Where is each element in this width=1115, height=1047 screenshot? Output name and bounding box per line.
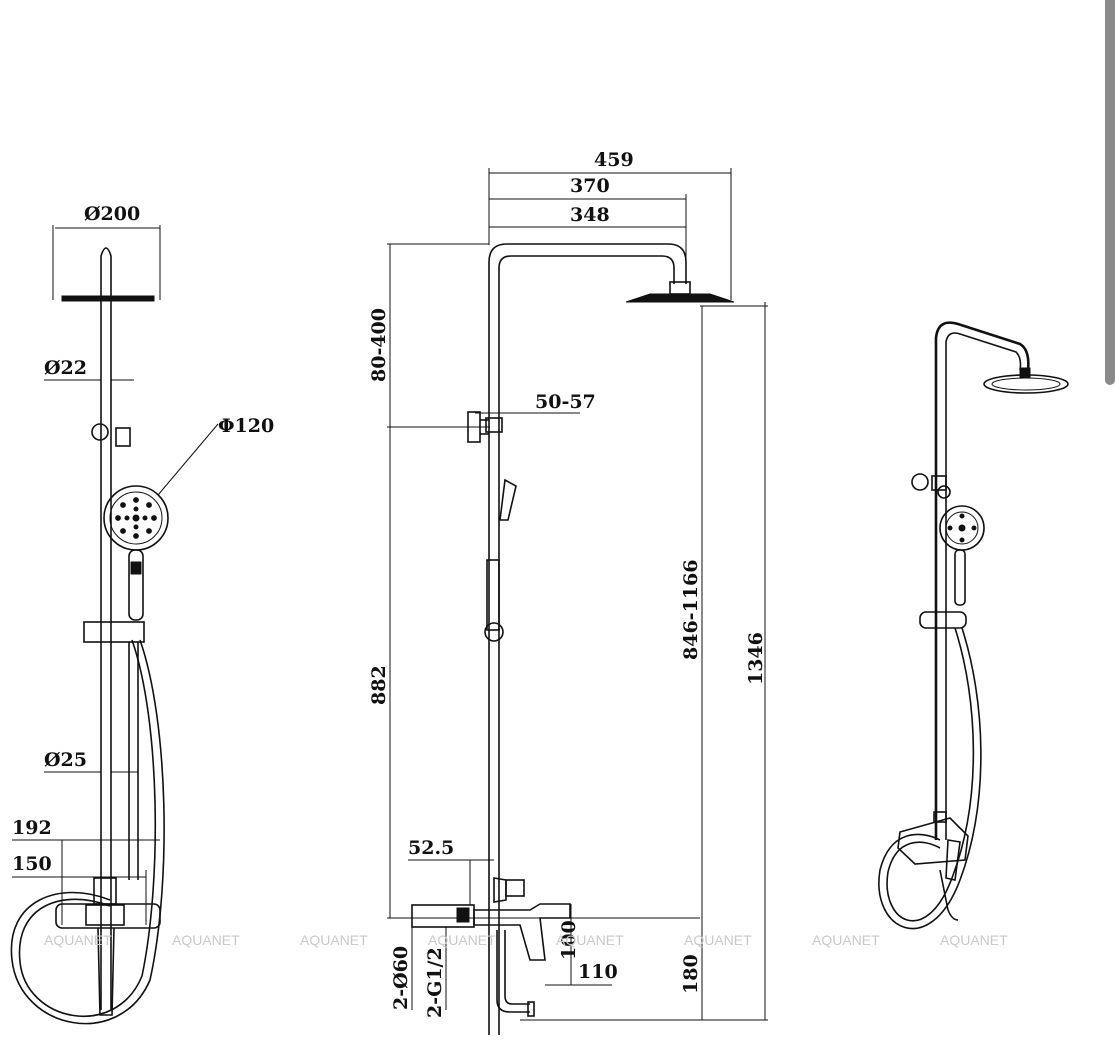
dim-arm-inner: 348 [570, 204, 610, 226]
slide-bar-holder [83, 621, 145, 643]
watermark: AQUANET [300, 932, 368, 948]
dim-width-inner: 150 [12, 853, 52, 875]
dim-spout-height: 100 [558, 920, 580, 960]
dim-total-height: 1346 [745, 632, 767, 685]
front-view: Ø200 Ø22 Φ120 [10, 203, 274, 1025]
dim-lower-pipe: Ø25 [44, 749, 87, 771]
dim-height-range: 846-1166 [680, 560, 702, 660]
dim-width-outer: 192 [12, 817, 52, 839]
watermark-row: AQUANET AQUANET AQUANET AQUANET AQUANET … [44, 932, 1008, 948]
dim-hand-shower: Φ120 [218, 415, 274, 437]
dim-adjust-top: 80-400 [368, 308, 390, 382]
watermark: AQUANET [812, 932, 880, 948]
rain-head-perspective [983, 374, 1069, 394]
side-view: 459 370 348 80-400 882 50-57 [368, 149, 768, 1035]
dim-flange: 2-Ø60 [390, 946, 412, 1010]
watermark: AQUANET [684, 932, 752, 948]
watermark: AQUANET [428, 932, 496, 948]
dim-floor-offset: 180 [680, 954, 702, 994]
dim-head-diameter: Ø200 [84, 203, 140, 225]
watermark: AQUANET [172, 932, 240, 948]
dim-bracket-offset: 50-57 [535, 391, 596, 413]
dim-rail-length: 882 [368, 665, 390, 705]
rain-head-side [625, 293, 735, 303]
dim-arm-reach: 370 [570, 175, 610, 197]
dim-thread: 2-G1/2 [424, 947, 446, 1018]
dim-spout-reach: 110 [578, 961, 618, 983]
watermark: AQUANET [556, 932, 624, 948]
vertical-scrollbar[interactable] [1105, 0, 1115, 385]
dim-upper-pipe: Ø22 [44, 357, 87, 379]
watermark: AQUANET [44, 932, 112, 948]
mixer-perspective [897, 817, 969, 865]
perspective-view [878, 321, 1069, 930]
dim-overall-reach: 459 [594, 149, 634, 171]
dim-mixer-depth: 52.5 [408, 837, 454, 859]
watermark: AQUANET [940, 932, 1008, 948]
rain-head-plate [61, 295, 155, 302]
